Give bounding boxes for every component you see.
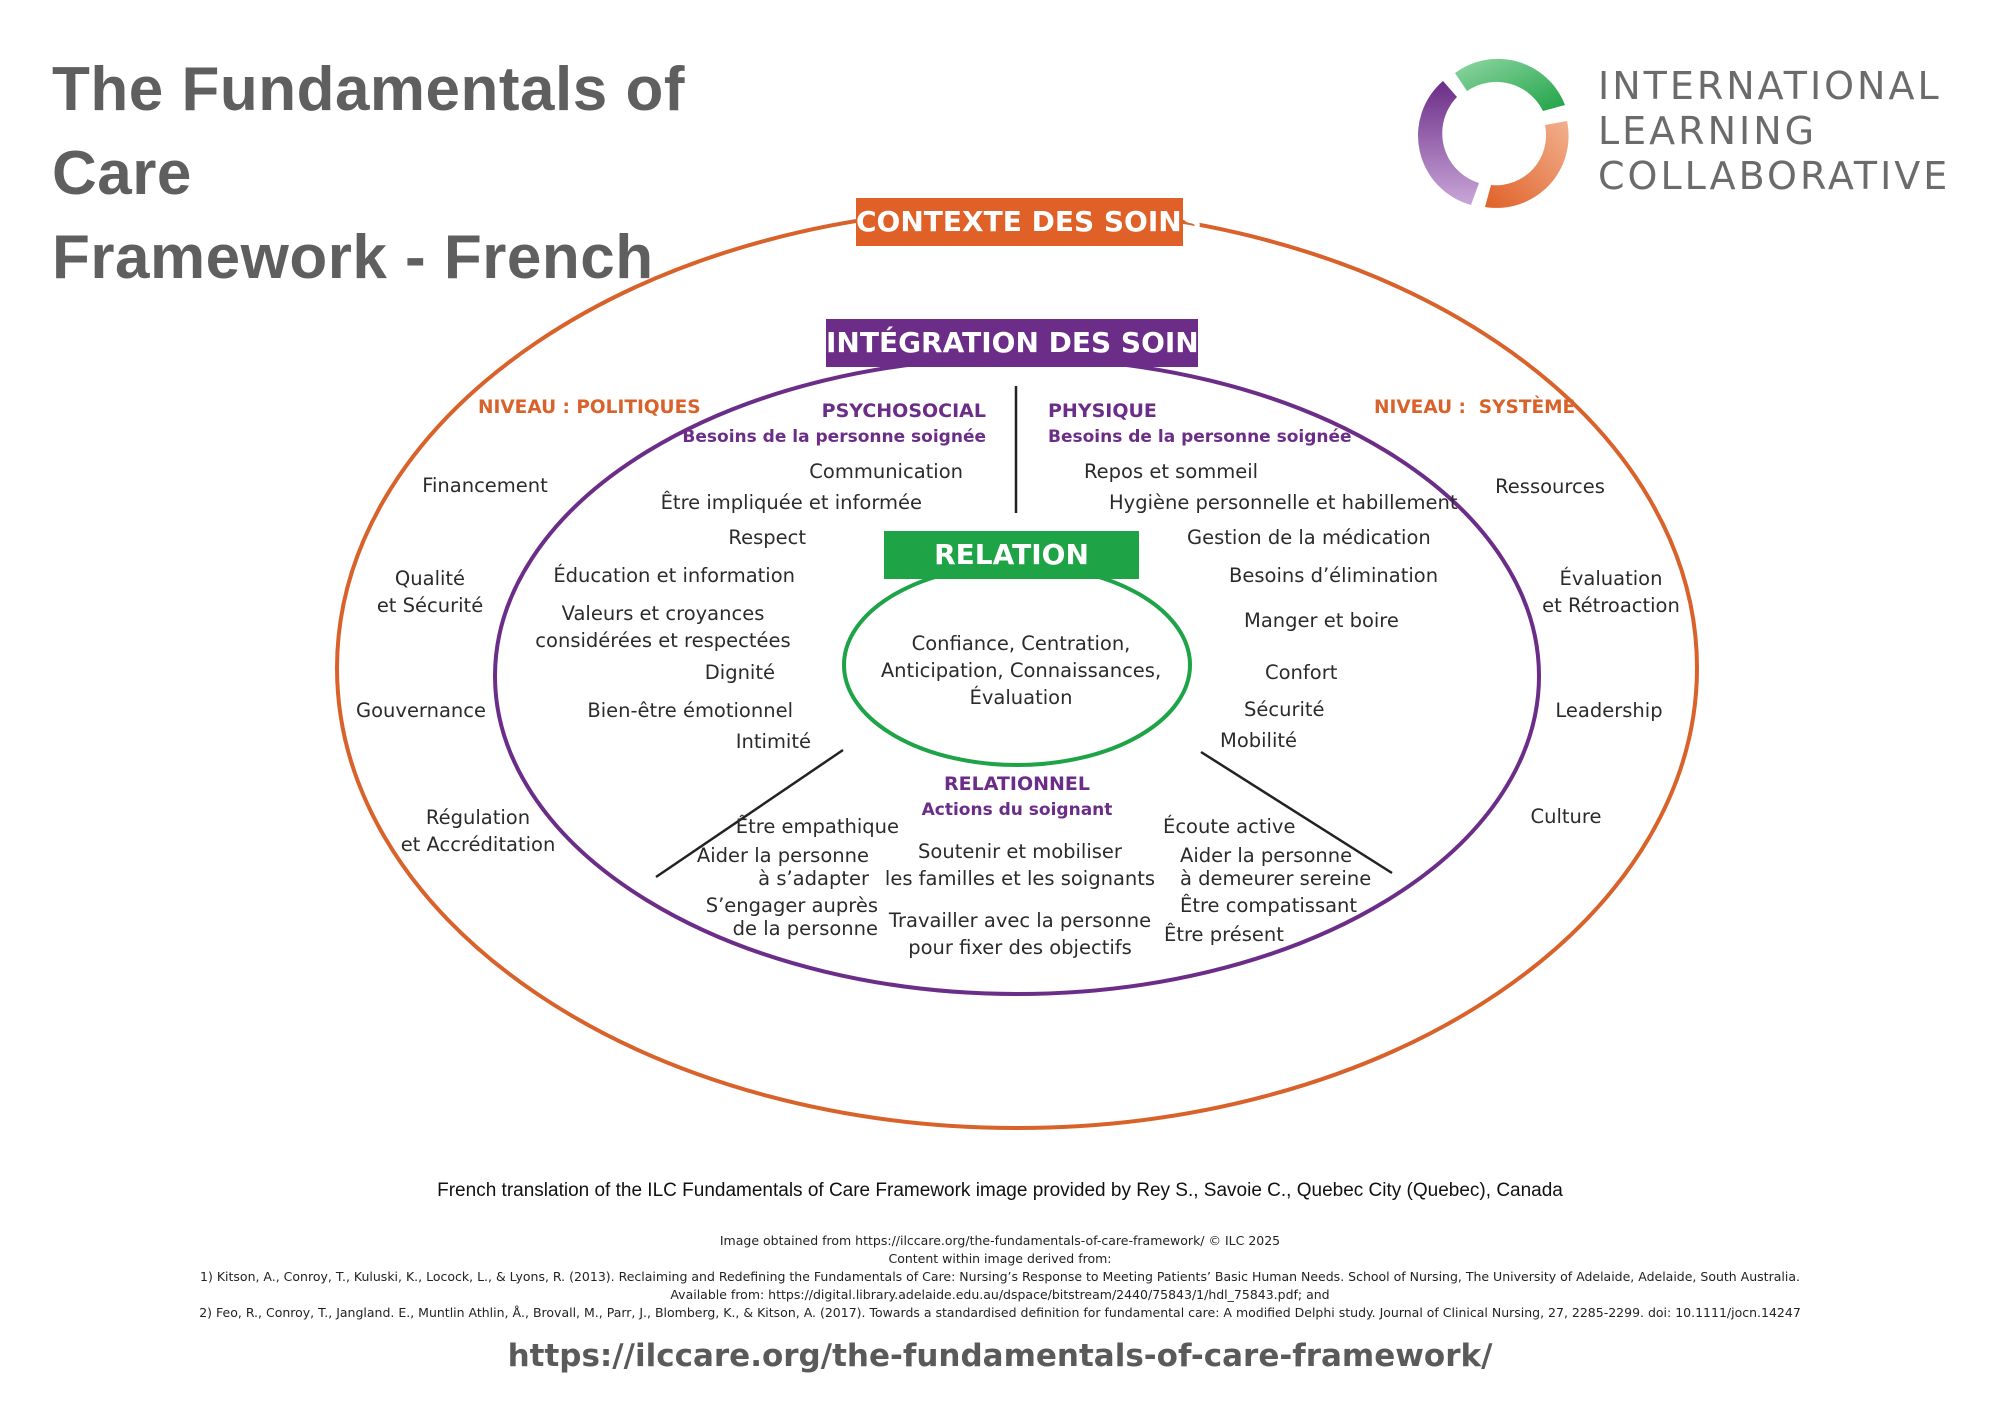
physical-item: Mobilité <box>1220 729 1298 752</box>
relational-left-item: S’engager auprès de la personne <box>705 894 878 940</box>
logo-text: INTERNATIONAL LEARNING COLLABORATIVE <box>1598 64 1950 199</box>
logo-line-2: LEARNING <box>1598 109 1818 153</box>
translation-credit: French translation of the ILC Fundamenta… <box>437 1180 1563 1201</box>
system-item: Leadership <box>1555 699 1663 722</box>
divider-left <box>655 748 844 879</box>
policy-item: Gouvernance <box>356 699 486 722</box>
psychosocial-item: Dignité <box>704 661 775 684</box>
title-line-2: Framework - French <box>52 223 654 292</box>
relation-content: Confiance, Centration, Anticipation, Con… <box>880 632 1162 709</box>
psychosocial-item: Respect <box>728 526 806 549</box>
psychosocial-item: Intimité <box>735 730 811 753</box>
system-item: Ressources <box>1495 475 1605 498</box>
reference-line: 2) Feo, R., Conroy, T., Jangland. E., Mu… <box>199 1305 1801 1320</box>
physical-item: Manger et boire <box>1244 609 1399 632</box>
relational-right-item: Être présent <box>1164 923 1284 946</box>
psychosocial-heading: PSYCHOSOCIAL <box>821 400 986 422</box>
physical-item: Sécurité <box>1244 698 1325 721</box>
context-title: CONTEXTE DES SOINS <box>856 198 1202 246</box>
system-item: Culture <box>1530 805 1602 828</box>
psychosocial-item: Communication <box>809 460 963 483</box>
divider-right <box>1200 750 1393 875</box>
relational-right-item: Écoute active <box>1163 815 1296 838</box>
psychosocial-item: Éducation et information <box>553 564 795 587</box>
relation-title: RELATION <box>884 531 1139 579</box>
physical-item: Besoins d’élimination <box>1229 564 1439 587</box>
psychosocial-item: Valeurs et croyances considérées et resp… <box>535 602 791 652</box>
relational-right-item: Aider la personne à demeurer sereine <box>1180 844 1372 890</box>
relational-right-item: Être compatissant <box>1180 894 1358 917</box>
system-heading: NIVEAU : SYSTÈME <box>1374 397 1576 418</box>
psychosocial-item: Être impliquée et informée <box>660 491 922 514</box>
relational-subheading: Actions du soignant <box>921 800 1113 820</box>
policy-item: Régulation et Accréditation <box>400 806 556 856</box>
integration-title: INTÉGRATION DES SOINS <box>826 319 1219 367</box>
framework-url-link[interactable]: https://ilccare.org/the-fundamentals-of-… <box>507 1338 1493 1374</box>
policy-heading: NIVEAU : POLITIQUES <box>478 397 701 418</box>
reference-line: Content within image derived from: <box>888 1251 1112 1266</box>
physical-item: Gestion de la médication <box>1187 526 1431 549</box>
psychosocial-subheading: Besoins de la personne soignée <box>682 427 986 447</box>
logo-line-1: INTERNATIONAL <box>1598 64 1942 108</box>
physical-item: Confort <box>1265 661 1338 684</box>
policy-item: Financement <box>422 474 548 497</box>
relational-left-item: Aider la personne à s’adapter <box>696 844 869 890</box>
policy-item: Qualité et Sécurité <box>376 567 484 617</box>
physical-subheading: Besoins de la personne soignée <box>1048 427 1352 447</box>
references: Image obtained from https://ilccare.org/… <box>0 1232 2000 1322</box>
psychosocial-item: Bien-être émotionnel <box>587 699 793 722</box>
relational-left-item: Être empathique <box>735 815 899 838</box>
reference-line: Available from: https://digital.library.… <box>670 1287 1330 1302</box>
ilc-logo-icon <box>1417 58 1569 208</box>
reference-line: Image obtained from https://ilccare.org/… <box>719 1233 1281 1248</box>
physical-item: Hygiène personnelle et habillement <box>1109 491 1458 514</box>
physical-item: Repos et sommeil <box>1084 460 1259 483</box>
logo-line-3: COLLABORATIVE <box>1598 154 1951 198</box>
physical-heading: PHYSIQUE <box>1048 400 1157 422</box>
page-title: The Fundamentals of Care Framework - Fre… <box>52 48 812 300</box>
relational-center-item: Travailler avec la personne pour fixer d… <box>888 909 1152 959</box>
relational-heading: RELATIONNEL <box>943 773 1091 795</box>
system-item: Évaluation et Rétroaction <box>1542 567 1680 617</box>
reference-line: 1) Kitson, A., Conroy, T., Kuluski, K., … <box>200 1269 1800 1284</box>
title-line-1: The Fundamentals of Care <box>52 55 685 208</box>
relational-center-item: Soutenir et mobiliser les familles et le… <box>884 840 1156 890</box>
